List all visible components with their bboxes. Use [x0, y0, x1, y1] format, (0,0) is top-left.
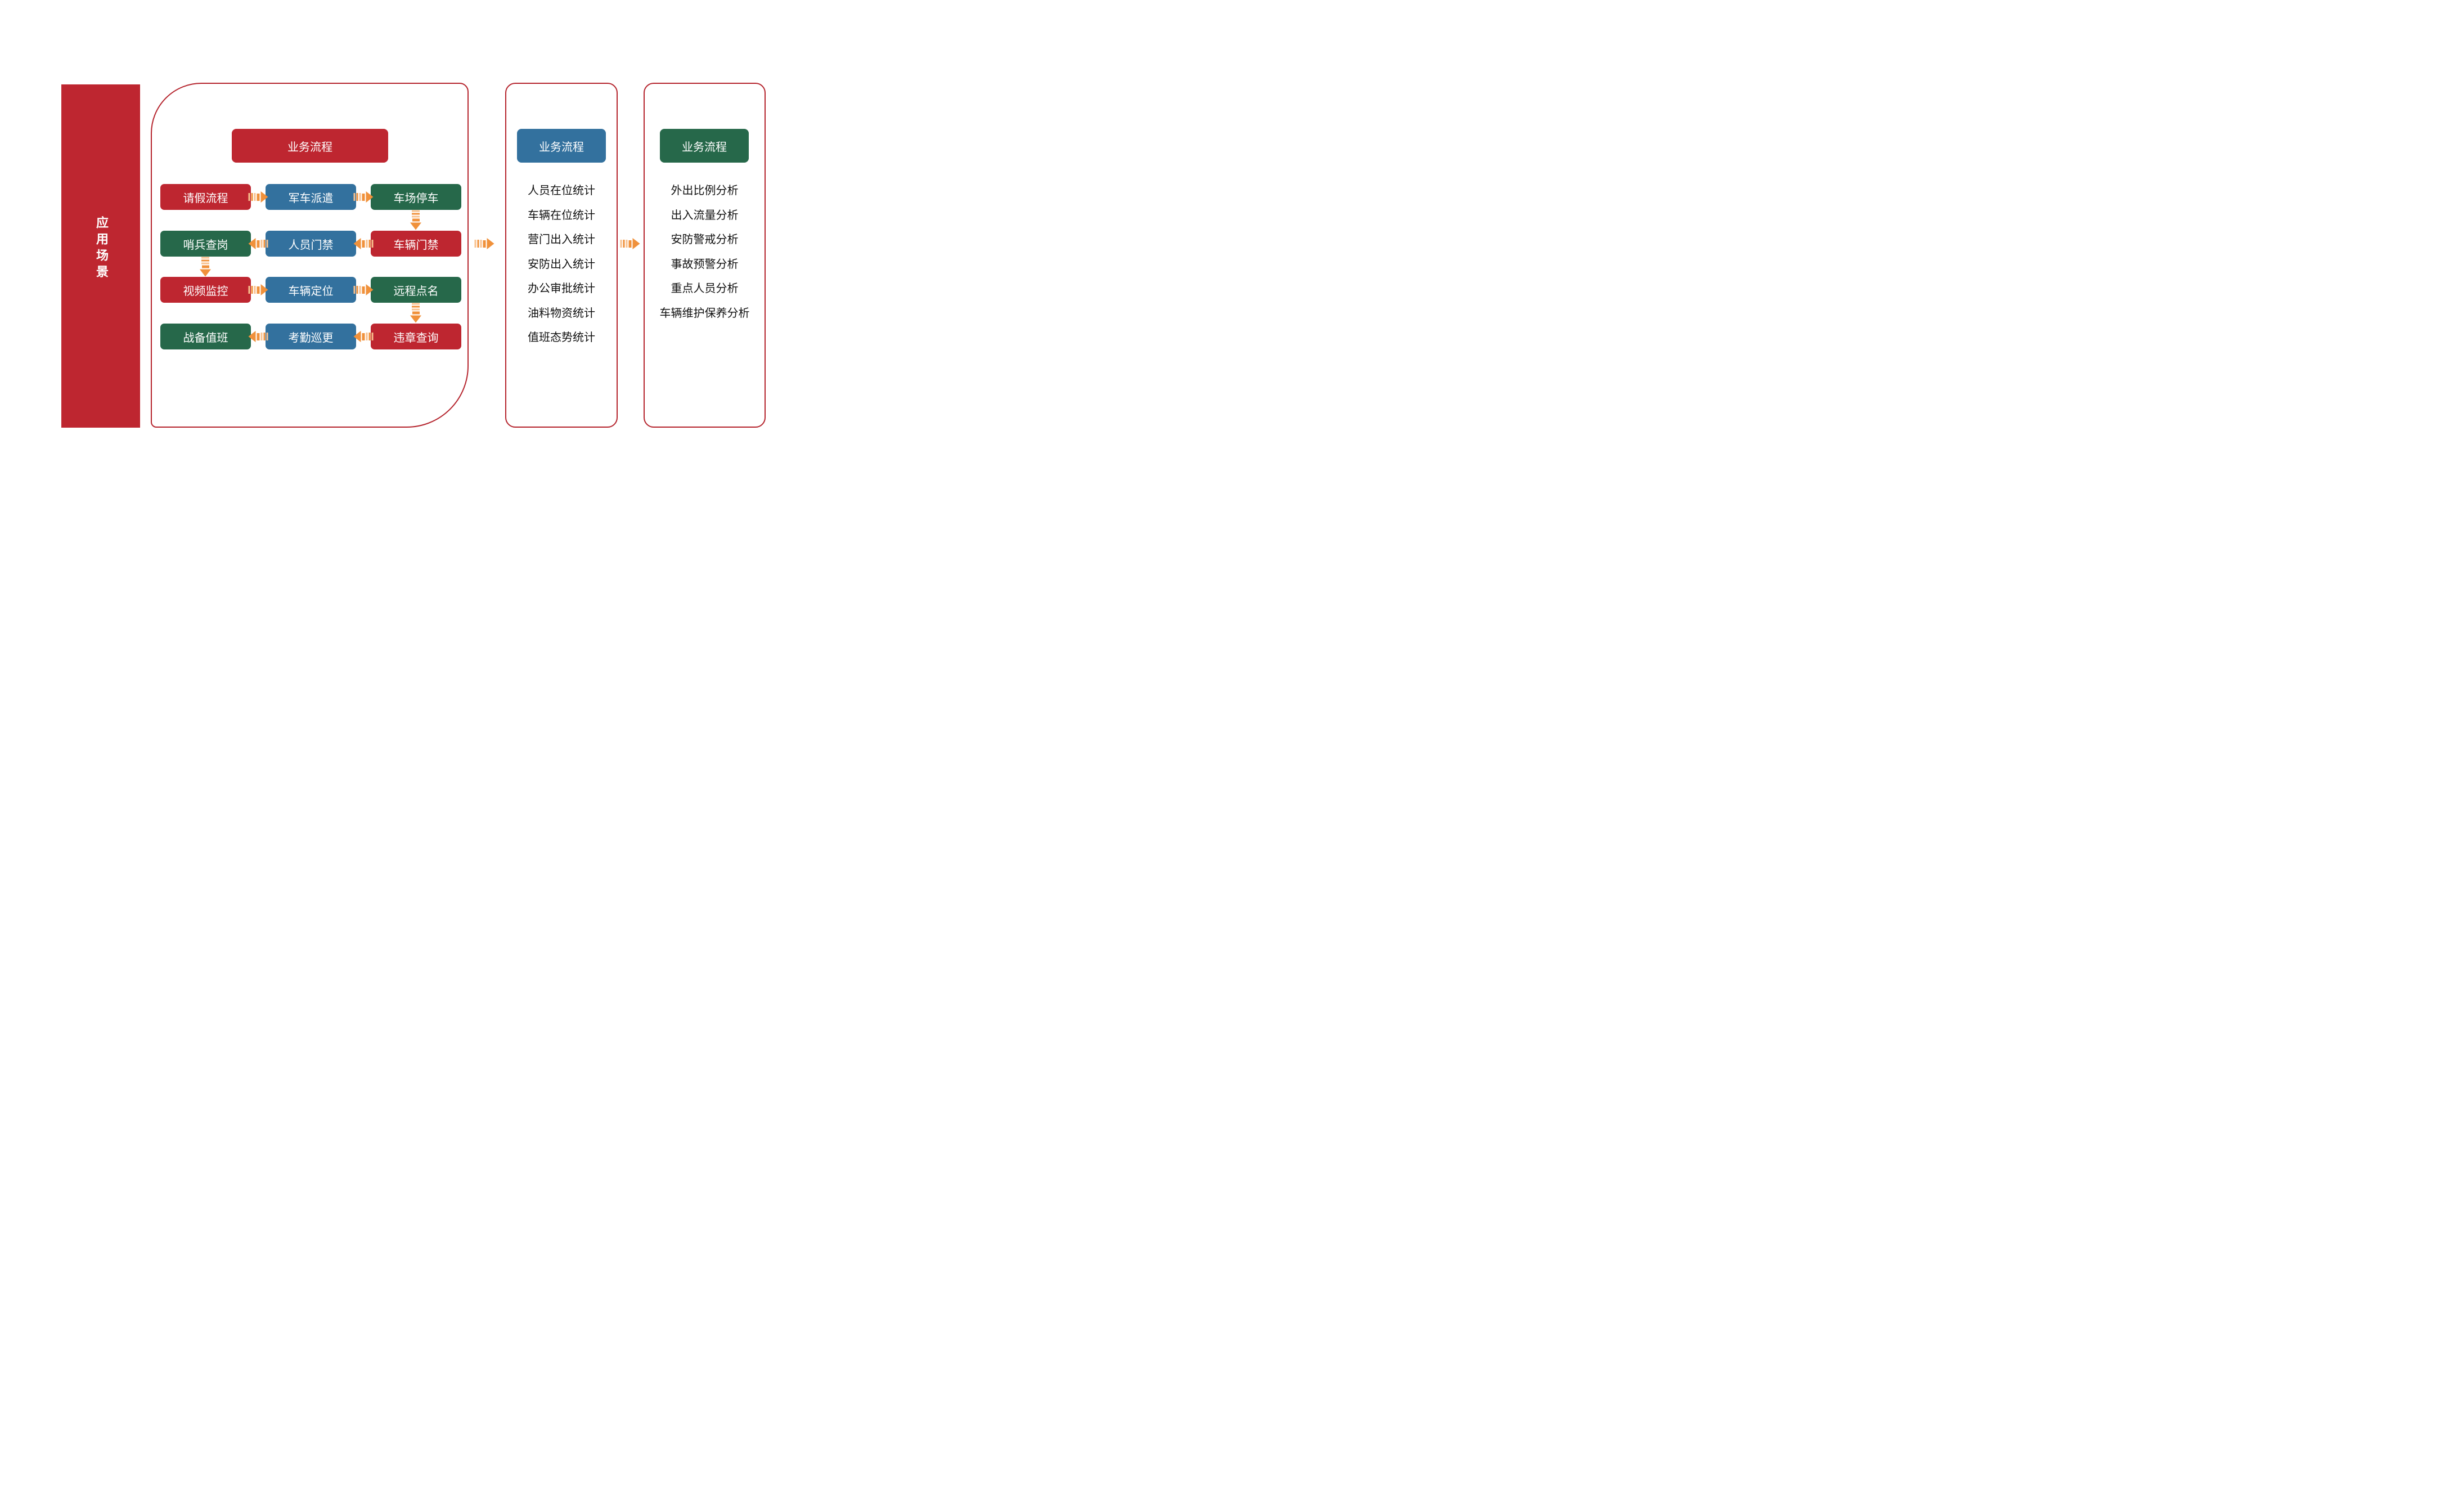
arrow-left-icon — [353, 238, 374, 249]
panel1-header: 业务流程 — [232, 129, 388, 163]
arrow-down-icon — [410, 303, 421, 323]
arrow-right-icon — [474, 238, 494, 249]
arrow-right-icon — [353, 284, 374, 295]
node-remote-rollcall: 远程点名 — [371, 277, 461, 303]
analysis-item: 出入流量分析 — [671, 208, 739, 222]
node-personnel-access: 人员门禁 — [266, 231, 356, 257]
node-attendance-patrol: 考勤巡更 — [266, 324, 356, 349]
arrow-left-icon — [248, 238, 268, 249]
analysis-list: 外出比例分析 出入流量分析 安防警戒分析 事故预警分析 重点人员分析 车辆维护保… — [644, 177, 766, 324]
node-depot-parking: 车场停车 — [371, 184, 461, 210]
panel3-header: 业务流程 — [660, 129, 749, 163]
panel3-header-label: 业务流程 — [682, 140, 727, 154]
arrow-right-icon — [248, 284, 268, 295]
arrow-right-icon — [353, 191, 374, 203]
arrow-right-icon — [248, 191, 268, 203]
sidebar-application-scenarios: 应用场景 — [61, 84, 140, 428]
analysis-item: 车辆维护保养分析 — [659, 306, 750, 320]
panel1-header-label: 业务流程 — [287, 140, 332, 154]
arrow-left-icon — [353, 331, 374, 342]
diagram-canvas: 应用场景 业务流程 请假流程 军车派遣 车场停车 哨兵查岗 人员门禁 车辆门禁 … — [0, 0, 821, 498]
stat-item: 办公审批统计 — [528, 281, 595, 295]
stat-item: 营门出入统计 — [528, 232, 595, 246]
sidebar-title: 应用场景 — [94, 216, 108, 281]
node-vehicle-positioning: 车辆定位 — [266, 277, 356, 303]
stat-item: 油料物资统计 — [528, 306, 595, 320]
analysis-item: 事故预警分析 — [671, 257, 739, 271]
node-vehicle-access: 车辆门禁 — [371, 231, 461, 257]
node-video-surveillance: 视频监控 — [160, 277, 251, 303]
node-violation-query: 违章查询 — [371, 324, 461, 349]
arrow-left-icon — [248, 331, 268, 342]
panel2-header-label: 业务流程 — [539, 140, 584, 154]
analysis-item: 外出比例分析 — [671, 183, 739, 198]
arrow-down-icon — [410, 210, 421, 230]
node-military-vehicle-dispatch: 军车派遣 — [266, 184, 356, 210]
arrow-right-icon — [620, 238, 640, 249]
analysis-item: 安防警戒分析 — [671, 232, 739, 246]
panel2-header: 业务流程 — [517, 129, 606, 163]
node-combat-duty: 战备值班 — [160, 324, 251, 349]
stat-item: 人员在位统计 — [528, 183, 595, 198]
stat-item: 安防出入统计 — [528, 257, 595, 271]
node-leave-process: 请假流程 — [160, 184, 251, 210]
statistics-list: 人员在位统计 车辆在位统计 营门出入统计 安防出入统计 办公审批统计 油料物资统… — [505, 177, 618, 349]
analysis-item: 重点人员分析 — [671, 281, 739, 295]
stat-item: 值班态势统计 — [528, 330, 595, 344]
arrow-down-icon — [200, 257, 211, 277]
stat-item: 车辆在位统计 — [528, 208, 595, 222]
node-sentry-check: 哨兵查岗 — [160, 231, 251, 257]
